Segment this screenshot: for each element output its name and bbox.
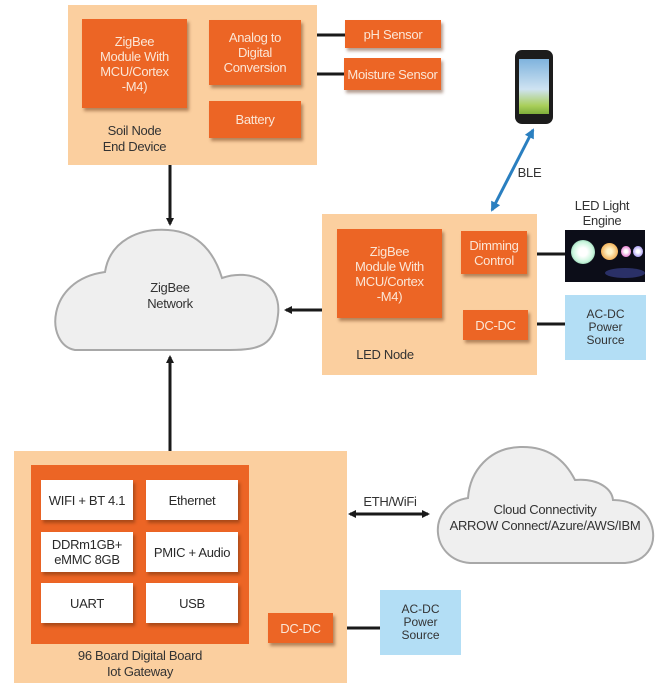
soil-zigbee-module: ZigBee Module With MCU/Cortex -M4) <box>82 19 187 108</box>
gateway-power-source-block: AC-DC Power Source <box>380 590 461 655</box>
led-light-engine-label: LED Light Engine <box>574 198 630 228</box>
battery-block: Battery <box>209 101 301 138</box>
led-dcdc-block: DC-DC <box>463 310 528 340</box>
soil-node-label: Soil Node End Device <box>102 123 167 154</box>
adc-block: Analog to Digital Conversion <box>209 20 301 85</box>
led-light-icon <box>565 230 645 282</box>
ph-sensor-block: pH Sensor <box>345 20 441 48</box>
smartphone-icon <box>515 50 553 124</box>
cloud-connectivity-label: Cloud Connectivity ARROW Connect/Azure/A… <box>449 502 641 533</box>
led-zigbee-module: ZigBee Module With MCU/Cortex -M4) <box>337 229 442 318</box>
eth-wifi-label: ETH/WiFi <box>363 494 417 509</box>
ble-label: BLE <box>517 165 542 180</box>
dimming-control-block: Dimming Control <box>461 231 527 274</box>
cloud-connectivity-shape <box>436 445 655 564</box>
gateway-cell-usb: USB <box>146 583 238 623</box>
led-node-label: LED Node <box>356 347 414 362</box>
zigbee-cloud-shape <box>54 228 280 351</box>
gateway-cell-uart: UART <box>41 583 133 623</box>
moisture-sensor-block: Moisture Sensor <box>344 58 441 90</box>
led-power-source-block: AC-DC Power Source <box>565 295 646 360</box>
gateway-cell-memory: DDRm1GB+ eMMC 8GB <box>41 532 133 572</box>
gateway-cell-pmic-audio: PMIC + Audio <box>146 532 238 572</box>
ble-arrow <box>490 128 535 212</box>
gateway-label: 96 Board Digital Board Iot Gateway <box>77 648 203 679</box>
gateway-cell-wifi-bt: WIFI + BT 4.1 <box>41 480 133 520</box>
gateway-cell-ethernet: Ethernet <box>146 480 238 520</box>
zigbee-network-label: ZigBee Network <box>147 280 193 311</box>
gateway-dcdc-block: DC-DC <box>268 613 333 643</box>
